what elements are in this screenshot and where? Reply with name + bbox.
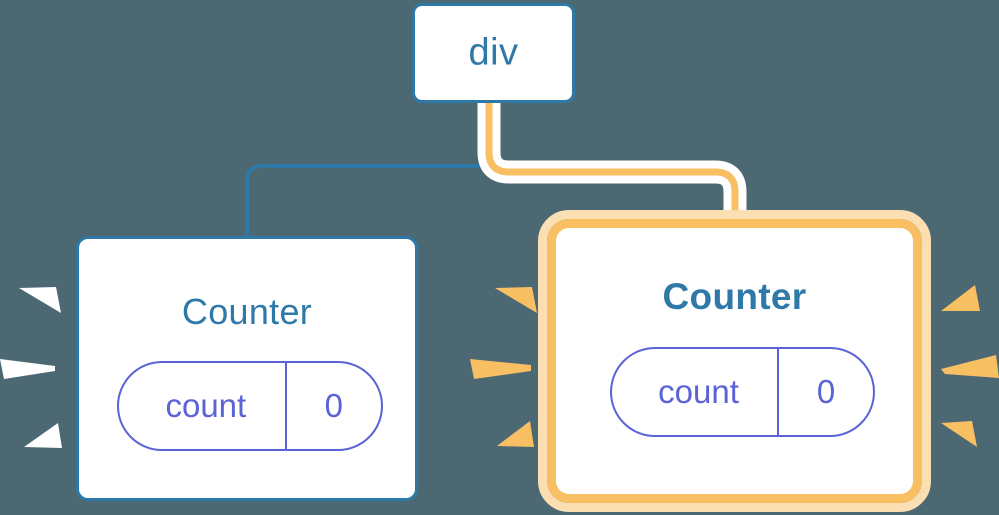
- edge-div-to-counter-right: [485, 100, 739, 230]
- edge-div-to-counter-left: [245, 98, 495, 240]
- node-counter-right-title: Counter: [662, 276, 807, 317]
- edge-div-to-counter-right-halo: [477, 100, 747, 230]
- node-div-label: div: [468, 31, 519, 74]
- state-pill-counter-left[interactable]: count 0: [117, 361, 383, 451]
- node-div[interactable]: div: [412, 3, 575, 103]
- state-value-label: 0: [816, 373, 836, 410]
- state-key-label: count: [119, 363, 287, 449]
- state-value-label: 0: [324, 387, 344, 424]
- node-counter-left-title: Counter: [181, 291, 313, 332]
- state-key-label: count: [612, 349, 780, 435]
- state-pill-counter-right[interactable]: count 0: [610, 347, 875, 437]
- node-counter-right[interactable]: Counter count 0: [538, 210, 931, 512]
- node-counter-left[interactable]: Counter count 0: [76, 236, 418, 501]
